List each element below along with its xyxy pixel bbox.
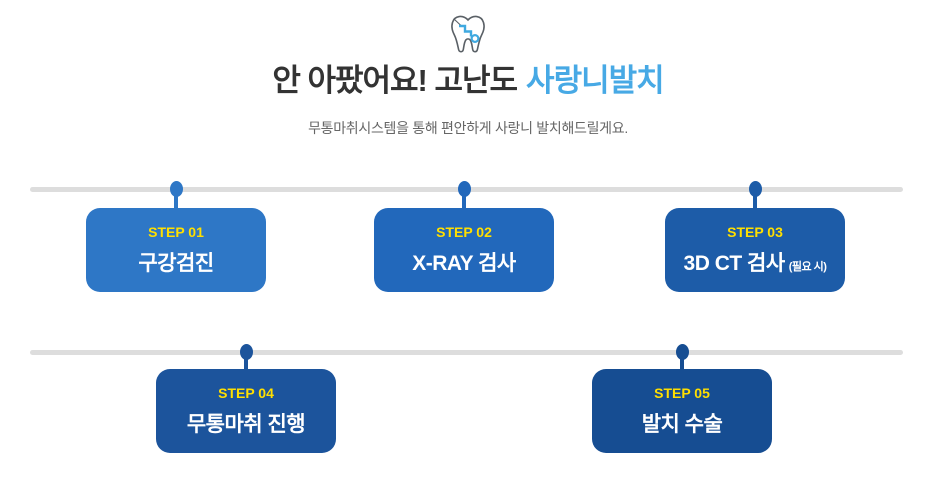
step-title: X-RAY 검사	[412, 247, 516, 277]
timeline-dot	[169, 181, 183, 197]
timeline-row2-line	[30, 350, 903, 355]
title-accent: 사랑니발치	[526, 63, 665, 98]
subtitle: 무통마취시스템을 통해 편안하게 사랑니 발치해드릴게요.	[308, 119, 628, 136]
step-node: STEP 04 무통마취 진행	[156, 344, 336, 453]
step-box: STEP 01 구강검진	[86, 208, 266, 292]
step-title: 3D CT 검사(필요 시)	[684, 247, 827, 277]
step-node: STEP 03 3D CT 검사(필요 시)	[665, 181, 845, 292]
timeline-stem	[753, 189, 757, 213]
step-title-text: X-RAY 검사	[412, 251, 516, 275]
crack-dot	[470, 34, 480, 44]
step-box: STEP 04 무통마취 진행	[156, 369, 336, 453]
step-label: STEP 05	[654, 384, 710, 401]
step-label: STEP 04	[218, 384, 274, 401]
step-title: 발치 수술	[642, 408, 723, 438]
timeline-stem	[174, 189, 178, 213]
timeline-stem	[244, 352, 248, 374]
step-title: 무통마취 진행	[186, 408, 306, 438]
step-node: STEP 05 발치 수술	[592, 344, 772, 453]
step-box: STEP 02 X-RAY 검사	[374, 208, 554, 292]
timeline-stem	[680, 352, 684, 374]
step-note: (필요 시)	[788, 260, 827, 273]
timeline-dot	[457, 181, 471, 197]
step-node: STEP 01 구강검진	[86, 181, 266, 292]
step-box: STEP 05 발치 수술	[592, 369, 772, 453]
step-box: STEP 03 3D CT 검사(필요 시)	[665, 208, 845, 292]
step-node: STEP 02 X-RAY 검사	[374, 181, 554, 292]
step-title-text: 3D CT 검사	[683, 251, 786, 275]
step-label: STEP 02	[436, 223, 492, 240]
timeline-dot	[675, 344, 689, 360]
title-main: 안 아팠어요! 고난도	[272, 63, 518, 98]
timeline-stem	[462, 189, 466, 213]
step-title-text: 발치 수술	[641, 412, 723, 436]
step-title-text: 무통마취 진행	[186, 412, 306, 436]
step-label: STEP 01	[148, 223, 204, 240]
tooth-icon	[0, 12, 936, 58]
timeline-dot	[748, 181, 762, 197]
timeline-dot	[239, 344, 253, 360]
step-label: STEP 03	[727, 223, 783, 240]
step-title: 구강검진	[138, 247, 214, 277]
step-title-text: 구강검진	[138, 251, 214, 275]
crack-steps	[459, 24, 473, 37]
